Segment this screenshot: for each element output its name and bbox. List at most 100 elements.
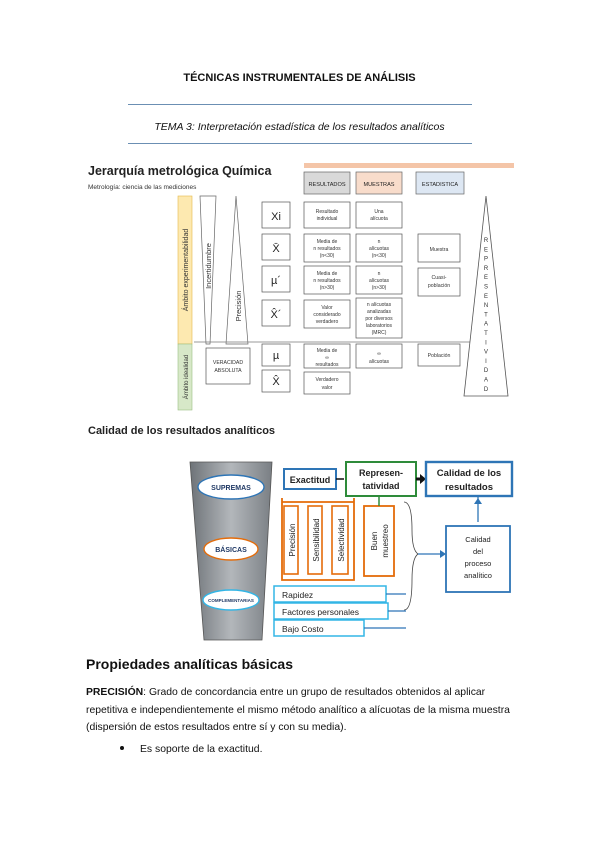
document-subtitle: TEMA 3: Interpretación estadística de lo… xyxy=(154,121,445,133)
svg-text:(n<30): (n<30) xyxy=(320,253,335,259)
bullet-dot xyxy=(120,746,124,751)
document-title: TÉCNICAS INSTRUMENTALES DE ANÁLISIS xyxy=(183,72,416,84)
col-header-results: RESULTADOS xyxy=(308,182,345,188)
svg-text:alícuotas: alícuotas xyxy=(369,359,390,365)
symbol-mu: µ xyxy=(273,350,280,362)
svg-text:Muestra: Muestra xyxy=(430,247,449,253)
precision-label: Precisión xyxy=(234,291,243,322)
svg-text:tatividad: tatividad xyxy=(362,481,399,491)
svg-text:valor: valor xyxy=(322,385,333,391)
quality-figure: Calidad de los resultados analíticos SUP… xyxy=(86,420,516,644)
basic-properties-bracket xyxy=(281,498,355,581)
selectividad-box xyxy=(331,505,349,575)
svg-text:resultados: resultados xyxy=(315,362,339,368)
top-accent-bar xyxy=(304,163,514,168)
svg-text:Cuasi-: Cuasi- xyxy=(432,275,447,281)
uncertainty-label: Incertidumbre xyxy=(204,243,213,289)
cup-label-complementarias: COMPLEMENTARIAS xyxy=(208,598,254,603)
svg-text:Media de: Media de xyxy=(317,348,338,354)
symbol-xhat-prime: X̂´ xyxy=(271,307,282,321)
representativity-letter: R xyxy=(484,266,489,272)
representativity-letter: N xyxy=(484,303,488,309)
bullet-item: Es soporte de la exactitud. xyxy=(120,744,262,755)
results-column: Resultado individual Media de n resultad… xyxy=(303,201,351,395)
representativity-letter: I xyxy=(485,359,487,365)
svg-text:Represen-: Represen- xyxy=(359,468,403,478)
representativity-letter: D xyxy=(484,387,489,393)
svg-text:considerado: considerado xyxy=(313,312,340,318)
uncertainty-shape xyxy=(199,195,217,345)
symbol-xhat: X̂ xyxy=(272,374,280,388)
complementarias-ellipse xyxy=(202,589,260,611)
representativity-letter: E xyxy=(484,275,488,281)
svg-text:Buen: Buen xyxy=(370,532,379,551)
section-heading: Propiedades analíticas básicas xyxy=(86,656,293,672)
veracity-label-line1: VERACIDAD xyxy=(213,360,244,366)
representativity-letter: I xyxy=(485,340,487,346)
svg-text:individual: individual xyxy=(317,216,338,222)
svg-text:Bajo Costo: Bajo Costo xyxy=(282,624,324,634)
svg-text:Media de: Media de xyxy=(317,271,338,277)
ideal-band-label: Ámbito idealidad xyxy=(183,355,190,399)
symbol-boxes: Xi X̄ µ´ X̂´ µ X̂ xyxy=(261,201,291,393)
svg-text:Población: Población xyxy=(428,353,451,359)
representativity-letter: T xyxy=(484,312,488,318)
sensibilidad-box xyxy=(307,505,323,575)
representativity-letter: T xyxy=(484,331,488,337)
svg-text:(n<30): (n<30) xyxy=(372,253,387,259)
title-rule xyxy=(128,104,472,105)
svg-text:n resultados: n resultados xyxy=(313,278,341,284)
representativity-letter: R xyxy=(484,238,489,244)
quality-title: Calidad de los resultados analíticos xyxy=(88,425,275,437)
hierarchy-title: Jerarquía metrológica Química xyxy=(88,164,272,178)
svg-text:n: n xyxy=(378,271,381,277)
arrow-to-calidad xyxy=(420,474,426,484)
experimental-band-label: Ámbito experimentabilidad xyxy=(181,229,190,312)
representativity-letter: P xyxy=(484,257,488,263)
svg-text:Factores personales: Factores personales xyxy=(282,607,359,617)
precision-property: Precisión xyxy=(288,524,297,557)
precision-triangle xyxy=(225,195,249,345)
representativity-letter: E xyxy=(484,294,488,300)
svg-text:alícuota: alícuota xyxy=(370,216,388,222)
svg-text:analizadas: analizadas xyxy=(367,309,391,315)
representativity-letter: A xyxy=(484,322,488,328)
sensibilidad-property: Sensibilidad xyxy=(312,518,321,561)
symbol-xbar: X̄ xyxy=(272,242,280,255)
svg-text:Media de: Media de xyxy=(317,239,338,245)
precision-box xyxy=(283,505,299,575)
svg-text:Valor: Valor xyxy=(321,305,333,311)
calidad-resultados-box xyxy=(424,460,514,498)
svg-text:alícuotas: alícuotas xyxy=(369,278,390,284)
veracity-label-line2: ABSOLUTA xyxy=(214,368,242,374)
statistics-column: Muestra Cuasi- población Población xyxy=(417,233,461,367)
selectividad-property: Selectividad xyxy=(337,518,346,561)
representativity-letter: A xyxy=(484,378,488,384)
cup-label-supremas: SUPREMAS xyxy=(211,485,251,492)
svg-text:(n>30): (n>30) xyxy=(372,285,387,291)
svg-text:Verdadero: Verdadero xyxy=(315,377,338,383)
svg-text:alícuotas: alícuotas xyxy=(369,246,390,252)
representativity-letter: D xyxy=(484,368,489,374)
svg-text:Resultado: Resultado xyxy=(316,209,339,215)
ideal-band xyxy=(177,343,193,411)
svg-text:población: población xyxy=(428,283,450,289)
precision-term: PRECISIÓN xyxy=(86,687,144,698)
svg-text:resultados: resultados xyxy=(445,482,493,493)
hierarchy-subtitle: Metrología: ciencia de las mediciones xyxy=(88,184,197,191)
svg-text:Una: Una xyxy=(374,209,383,215)
process-quality-box xyxy=(445,525,511,593)
buen-muestreo-box xyxy=(363,505,395,577)
bullet-text: Es soporte de la exactitud. xyxy=(140,744,263,755)
basicas-ellipse xyxy=(203,537,259,561)
representativity-triangle xyxy=(463,195,509,397)
metrology-hierarchy-figure: Jerarquía metrológica Química Metrología… xyxy=(86,158,516,412)
representativity-letter: E xyxy=(484,247,488,253)
svg-text:verdadero: verdadero xyxy=(316,319,339,325)
svg-text:analítico: analítico xyxy=(464,571,492,580)
representativity-letter: S xyxy=(484,285,488,291)
symbol-mu-prime: µ´ xyxy=(271,275,281,287)
svg-text:n alícuotas: n alícuotas xyxy=(367,302,392,308)
svg-text:∞: ∞ xyxy=(377,351,381,357)
